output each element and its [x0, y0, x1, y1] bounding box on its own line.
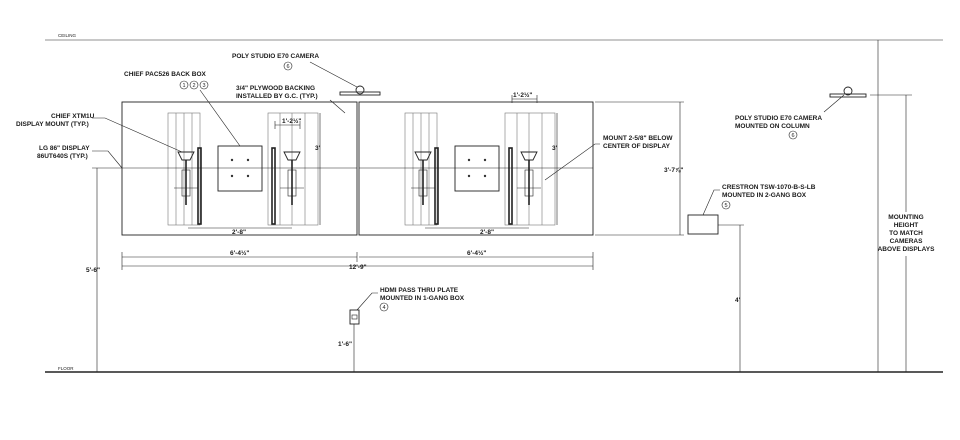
plywood-leader — [329, 99, 346, 114]
display-left-frame — [121, 101, 358, 236]
camera-bar — [829, 93, 867, 98]
camera-lens — [355, 85, 365, 95]
crestron-label-2: MOUNTED IN 2-GANG BOX — [722, 192, 807, 199]
mount-arm-left-2 — [271, 147, 304, 225]
crestron-label-1: CRESTRON TSW-1070-B-S-LB — [722, 184, 816, 191]
camera-bar — [339, 91, 381, 96]
screw-dot — [467, 174, 471, 178]
svg-text:5: 5 — [724, 203, 727, 209]
mounting-height-line: CAMERAS — [890, 238, 924, 245]
camera-column-label-1: POLY STUDIO E70 CAMERA — [735, 115, 822, 122]
mount-below-leader — [544, 143, 600, 181]
dim-mount-spacing-left-text: 1'-2½" — [282, 117, 301, 125]
mount-arm-right-1 — [411, 147, 439, 225]
hdmi-label-1: HDMI PASS THRU PLATE — [380, 287, 459, 294]
display-left — [121, 101, 358, 236]
screw-dot — [230, 158, 234, 162]
screw-dot — [483, 158, 487, 162]
dim-overall-text: 12'-9" — [349, 264, 367, 271]
back-box-left — [217, 145, 263, 192]
camera-top — [309, 61, 381, 96]
back-box-leader — [199, 89, 241, 147]
hdmi-plate — [349, 309, 360, 325]
plywood-label-2: INSTALLED BY G.C. (TYP.) — [236, 93, 318, 100]
mount-below-label-1: MOUNT 2-5/8" BELOW — [603, 135, 673, 142]
mount-arm-right-2 — [508, 147, 541, 225]
svg-text:2: 2 — [192, 83, 195, 89]
plywood-panel-left-2 — [267, 112, 319, 226]
back-box-right — [454, 145, 500, 192]
hdmi-leader — [356, 292, 378, 311]
camera-leader — [309, 61, 358, 88]
dim-floor-center-text: 5'-6" — [86, 267, 100, 274]
crestron-tag: 5 — [721, 200, 731, 210]
svg-text:6: 6 — [791, 133, 794, 139]
svg-text:1: 1 — [182, 83, 185, 89]
camera-lens — [843, 86, 853, 96]
screw-dot — [483, 174, 487, 178]
dim-mount-spacing-right — [511, 95, 538, 103]
screw-dot — [246, 174, 250, 178]
crestron-panel — [687, 214, 719, 235]
plywood-label-1: 3/4" PLYWOOD BACKING — [236, 85, 315, 92]
mount-below-label-2: CENTER OF DISPLAY — [603, 143, 671, 150]
svg-text:4: 4 — [382, 305, 385, 311]
screw-dot — [467, 158, 471, 162]
mounting-height-line: MOUNTING — [888, 214, 923, 221]
mounting-height-note: MOUNTING HEIGHT TO MATCH CAMERAS ABOVE D… — [878, 214, 935, 253]
dim-stud-left-text: 2'-8" — [232, 229, 246, 236]
plywood-panel-right-2 — [504, 112, 556, 226]
dim-mount-height-right-text: 3' — [552, 145, 558, 152]
ceiling-label: CEILING — [58, 33, 77, 38]
camera-column-label-2: MOUNTED ON COLUMN — [735, 123, 810, 130]
back-box-tags: 1 2 3 — [179, 80, 209, 90]
display-label-1: LG 86" DISPLAY — [39, 145, 90, 152]
mount-label-1: CHIEF XTM1U — [51, 113, 95, 120]
camera-column-tag: 6 — [788, 130, 798, 140]
dim-crestron-text: 4' — [735, 297, 741, 304]
hdmi-port — [351, 314, 358, 320]
screw-dot — [230, 174, 234, 178]
dim-mount-spacing-left — [274, 121, 301, 129]
dim-display-right-text: 6'-4½" — [467, 249, 486, 257]
mount-leader — [92, 117, 183, 153]
dim-mount-spacing-right-text: 1'-2½" — [513, 91, 532, 99]
display-label-2: 86UT640S (TYP.) — [37, 153, 88, 160]
camera-column — [823, 86, 867, 113]
screw-dot — [246, 158, 250, 162]
back-box-label: CHIEF PAC526 BACK BOX — [124, 71, 207, 78]
hdmi-label-2: MOUNTED IN 1-GANG BOX — [380, 295, 465, 302]
display-leader — [92, 150, 123, 169]
floor-label: FLOOR — [58, 366, 74, 371]
camera-leader — [823, 94, 845, 113]
display-right — [358, 101, 594, 236]
display-right-frame — [358, 101, 594, 236]
crestron-leader — [702, 189, 720, 216]
hdmi-tag: 4 — [379, 302, 389, 312]
camera-top-label: POLY STUDIO E70 CAMERA — [232, 53, 319, 60]
mounting-height-line: TO MATCH — [889, 230, 923, 237]
mount-arm-left-1 — [174, 147, 202, 225]
svg-text:3: 3 — [202, 83, 205, 89]
dim-stud-right-text: 2'-8" — [480, 229, 494, 236]
dim-mount-height-text: 3' — [315, 145, 321, 152]
mount-label-2: DISPLAY MOUNT (TYP.) — [16, 121, 89, 128]
dim-display-height-text: 3'-7⅞" — [664, 167, 683, 174]
mounting-height-line: HEIGHT — [894, 222, 919, 229]
dim-hdmi-text: 1'-6" — [338, 341, 352, 348]
camera-top-tag: 6 — [283, 61, 293, 71]
svg-text:6: 6 — [286, 64, 289, 70]
mounting-height-line: ABOVE DISPLAYS — [878, 246, 935, 253]
dim-display-left-text: 6'-4½" — [230, 249, 249, 257]
